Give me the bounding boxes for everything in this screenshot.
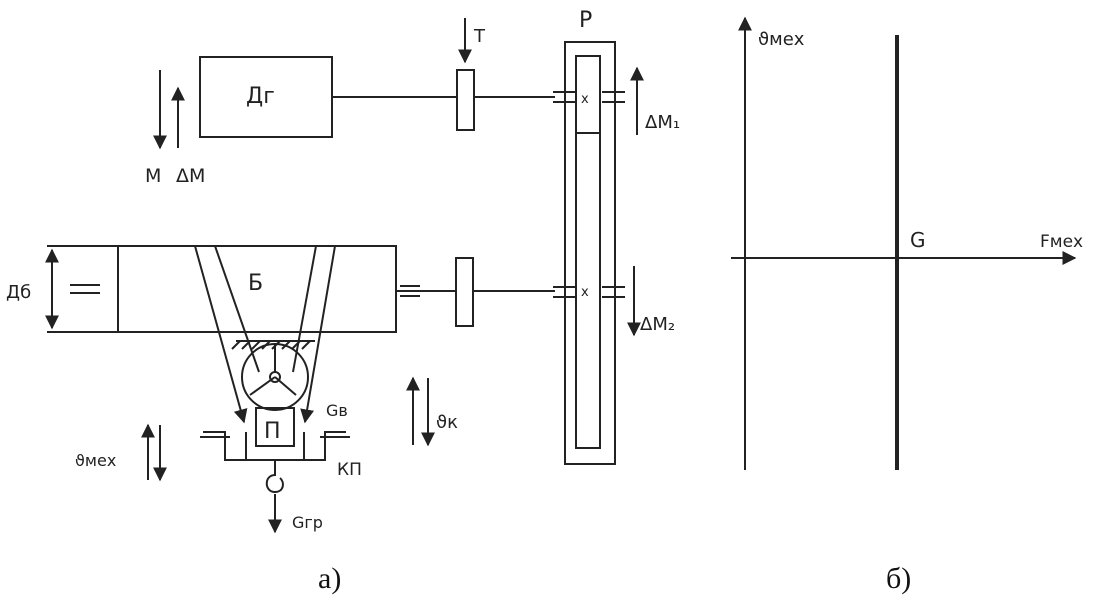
motor-label: Дг [246,84,275,109]
brake-label: Т [473,26,486,47]
drum-diameter-label: Дб [6,282,31,303]
reducer-outer [564,41,616,465]
mech-speed-label: ϑмех [75,451,116,470]
force-label: G [910,228,926,252]
svg-text:x: x [581,92,589,107]
reducer-label: Р [579,8,592,33]
rope-weight-label: Gв [326,401,348,420]
caption-b: б) [886,562,912,595]
rope-right-outer [300,245,336,424]
torque-delta-label: ΔМ [176,165,205,187]
rope-speed-label: ϑк [436,412,458,433]
pulley-wheel [241,343,309,411]
y-axis-label: ϑмех [758,29,805,50]
rope-left-outer [194,245,248,424]
drum-label: Б [248,271,263,296]
torque-label: М [145,165,161,187]
brake-coupling [456,69,475,131]
load-weight-label: Gгр [292,513,323,532]
svg-text:x: x [581,285,589,300]
hook-icon [265,460,284,494]
drum-coupling [455,257,474,327]
x-axis-label: Fмех [1040,232,1083,252]
delta-m2-label: ΔМ₂ [640,314,675,335]
caption-a: а) [318,562,342,595]
pulley-label: П [264,419,281,444]
reducer-inner [575,55,601,449]
delta-m1-label: ΔМ₁ [645,112,680,133]
pulley-housing [255,407,295,447]
hook-block-label: КП [337,460,362,480]
drum-box [117,245,397,333]
